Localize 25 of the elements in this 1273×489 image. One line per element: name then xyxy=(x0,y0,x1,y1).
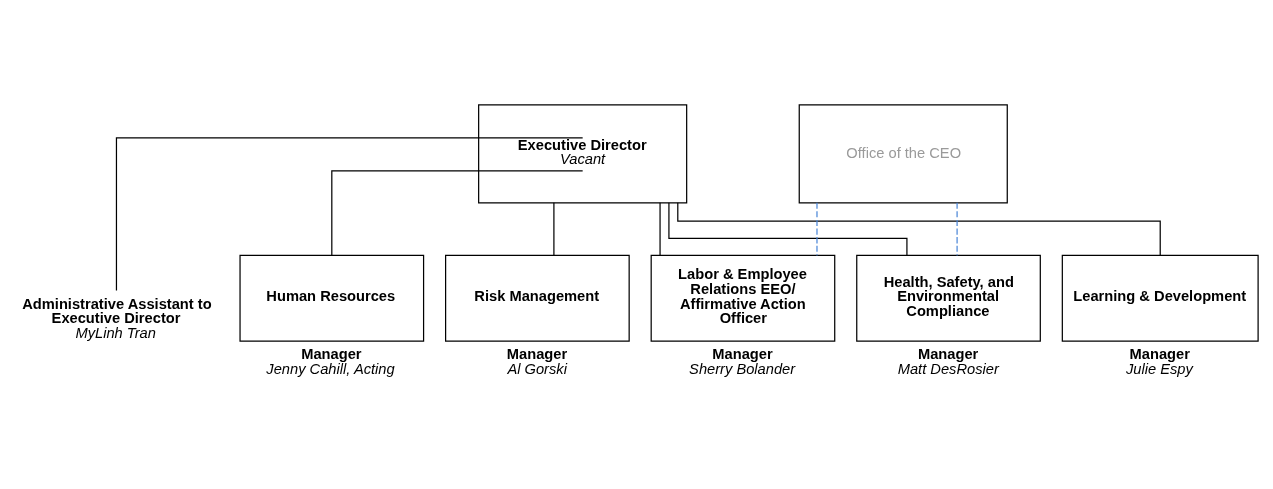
node-box: Labor & Employee Relations EEO/ Affirmative Action Officer xyxy=(650,254,836,342)
connector xyxy=(677,201,1161,256)
node-box: Health, Safety, and Environmental Compliance xyxy=(856,254,1041,342)
connector xyxy=(668,201,908,256)
node-label: Matt DesRosier xyxy=(897,360,999,377)
node-box: Human Resources xyxy=(239,254,425,342)
node-label: Manager xyxy=(712,345,773,362)
connector xyxy=(816,201,818,256)
node-label: Manager xyxy=(301,345,362,362)
node-text: Administrative Assistant to Executive Director MyLinh Tran xyxy=(22,295,212,341)
connector xyxy=(115,136,584,291)
node-label: Manager xyxy=(1129,345,1190,362)
node-box: Office of the CEO xyxy=(798,103,1008,203)
connector xyxy=(659,201,661,256)
node-label: Jenny Cahill, Acting xyxy=(266,360,395,377)
connector xyxy=(331,169,584,256)
node-label: Manager xyxy=(506,345,568,362)
node-label: Al Gorski xyxy=(507,360,567,377)
node-box: Risk Management xyxy=(445,254,630,342)
node-box: Executive Director Vacant xyxy=(478,103,688,203)
node-label: Sherry Bolander xyxy=(689,360,796,377)
connector xyxy=(553,201,555,256)
node-box: Learning & Development xyxy=(1061,254,1259,342)
connector xyxy=(956,201,958,256)
node-label: Manager xyxy=(917,345,979,362)
